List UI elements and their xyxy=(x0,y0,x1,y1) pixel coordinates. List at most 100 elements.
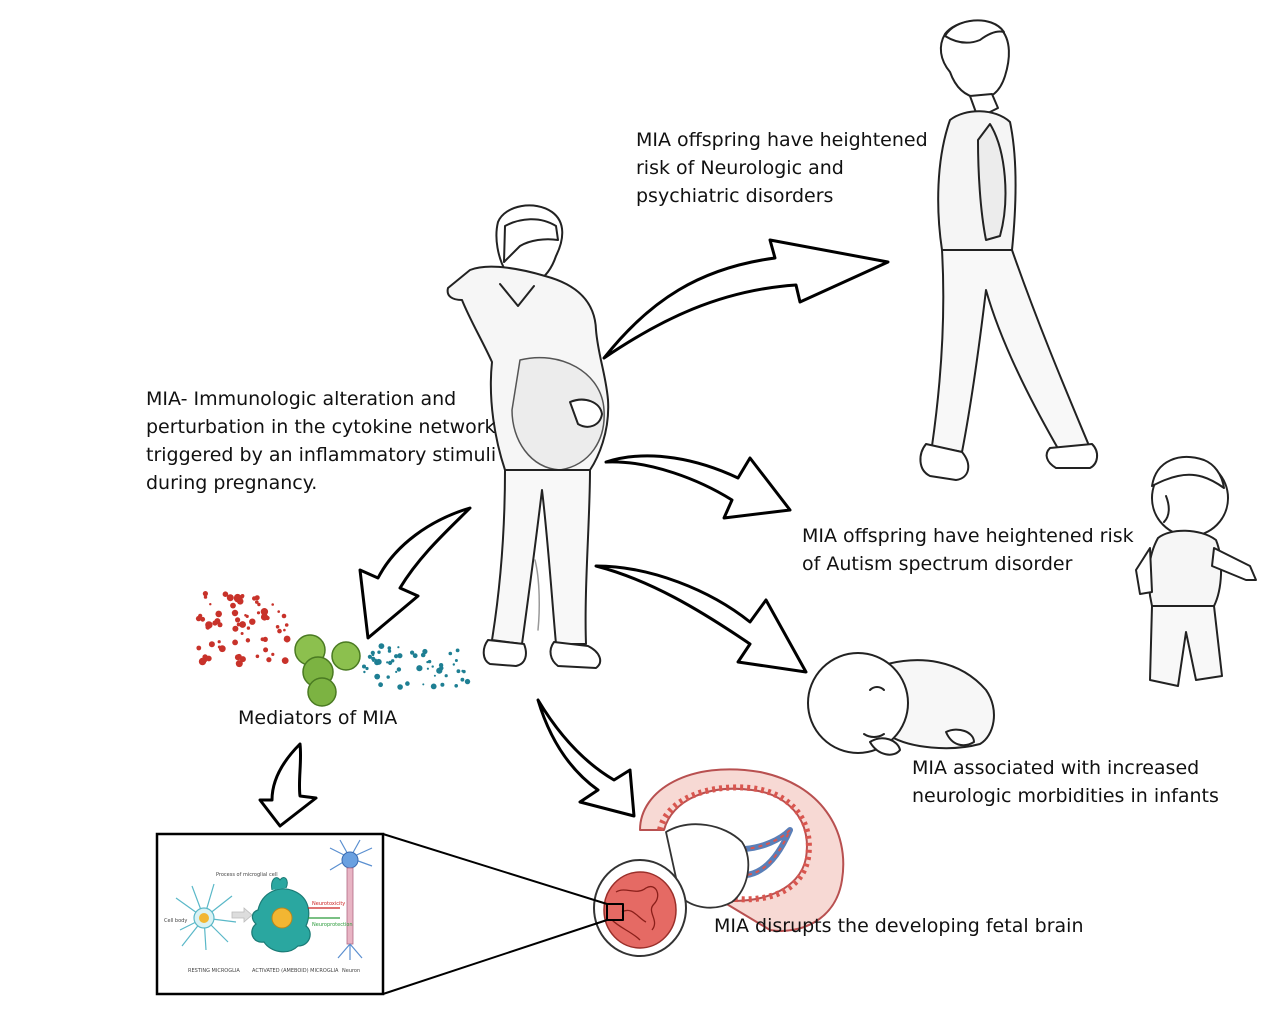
teal-cytokine-dot xyxy=(365,666,369,671)
fetal-brain-label: MIA disrupts the developing fetal brain xyxy=(714,912,1084,940)
arrow-to-infant xyxy=(594,564,808,674)
red-cytokine-dot xyxy=(203,658,207,663)
teal-cytokine-dot xyxy=(394,654,399,659)
red-cytokine-dot xyxy=(232,639,239,646)
mia-definition-line-1: MIA- Immunologic alteration and xyxy=(146,388,457,410)
red-cytokine-dot xyxy=(260,613,269,621)
teal-cytokine-dot xyxy=(378,682,383,688)
red-cytokine-dot xyxy=(277,628,282,634)
red-cytokine-dot xyxy=(234,654,242,661)
teal-cytokine-dot xyxy=(395,670,398,674)
red-cytokine-dot xyxy=(230,602,236,609)
teal-cytokine-dot xyxy=(374,658,377,661)
red-cytokine-dot xyxy=(256,611,261,615)
red-cytokine-dot xyxy=(214,618,221,625)
mia-definition-label: MIA- Immunologic alteration and perturba… xyxy=(146,385,496,497)
teal-cytokine-dot xyxy=(371,653,375,657)
teal-cytokine-dot xyxy=(431,665,434,668)
neuron-icon xyxy=(329,839,373,960)
red-cytokine-dot xyxy=(285,639,289,643)
red-cytokine-dot xyxy=(195,615,202,622)
red-cytokine-dot xyxy=(196,645,202,651)
teal-cytokine-dot xyxy=(372,659,375,662)
red-cytokine-dot xyxy=(203,595,208,599)
inset-activated-label: ACTIVATED (AMEBOID) MICROGLIA xyxy=(252,968,339,974)
red-cytokine-dot xyxy=(271,603,275,606)
teal-cytokine-dot xyxy=(452,663,455,666)
inset-neuron-label: Neuron xyxy=(342,968,360,974)
autism-risk-label: MIA offspring have heightened risk of Au… xyxy=(802,522,1134,578)
teal-cytokine-dot xyxy=(387,649,392,653)
red-cytokine-dot xyxy=(283,635,291,643)
inset-process-label: Process of microglial cell xyxy=(216,872,278,878)
teal-cytokine-dot xyxy=(430,683,437,690)
teal-cytokine-dot xyxy=(367,654,372,659)
infant-line-1: MIA associated with increased xyxy=(912,757,1200,779)
red-cytokine-dot xyxy=(255,654,260,659)
mediators-label: Mediators of MIA xyxy=(238,704,397,732)
neuro-psych-line-1: MIA offspring have heightened xyxy=(636,129,928,151)
teal-cytokine-dot xyxy=(375,658,382,665)
red-cytokine-dot xyxy=(233,593,242,602)
teal-cytokine-dots xyxy=(362,643,471,690)
red-cytokine-dot xyxy=(208,641,215,648)
neuro-psych-line-3: psychiatric disorders xyxy=(636,185,834,207)
toddler-figure xyxy=(1135,456,1257,687)
teal-cytokine-dot xyxy=(454,684,459,688)
red-cytokine-dot xyxy=(236,622,241,627)
mediators-text: Mediators of MIA xyxy=(238,707,398,729)
infant-line-2: neurologic morbidities in infants xyxy=(912,785,1219,807)
teal-cytokine-dot xyxy=(426,667,429,670)
flow-arrows xyxy=(258,238,890,828)
red-cytokine-dot xyxy=(202,591,208,597)
red-cytokine-dot xyxy=(284,623,289,627)
pregnant-woman-figure xyxy=(446,204,610,669)
mia-definition-line-3: triggered by an inflammatory stimuli xyxy=(146,444,497,466)
fetus-uterus-illustration xyxy=(593,768,845,957)
teal-cytokine-dot xyxy=(420,652,426,658)
teal-cytokine-dot xyxy=(397,653,403,659)
arrow-to-adult xyxy=(602,238,890,360)
red-cytokine-dot xyxy=(257,602,261,607)
teal-cytokine-dot xyxy=(397,646,400,649)
teal-cytokine-dot xyxy=(362,664,366,669)
mia-definition-line-2: perturbation in the cytokine network xyxy=(146,416,496,438)
microglia-inset-panel: Process of microglial cell Cell body RES… xyxy=(155,832,385,996)
teal-cytokine-dot xyxy=(378,643,385,649)
red-cytokine-dot xyxy=(217,640,221,644)
cytokine-mediators-cluster xyxy=(195,591,471,707)
red-cytokine-dot xyxy=(262,636,268,643)
teal-cytokine-dot xyxy=(396,667,402,672)
red-cytokine-dot xyxy=(283,628,286,632)
teal-cytokine-dot xyxy=(461,669,465,673)
red-cytokine-dot xyxy=(205,655,212,662)
arrow-to-toddler xyxy=(604,454,792,520)
red-cytokine-dot xyxy=(218,645,226,653)
red-cytokine-dot xyxy=(252,596,257,601)
red-cytokine-dot xyxy=(245,638,251,643)
arrow-to-fetus xyxy=(536,698,636,818)
teal-cytokine-dot xyxy=(387,646,392,650)
teal-cytokine-dot xyxy=(377,650,381,654)
teal-cytokine-dot xyxy=(454,659,458,662)
red-cytokine-dot xyxy=(254,600,259,604)
teal-cytokine-dot xyxy=(386,661,389,664)
teal-cytokine-dot xyxy=(405,681,410,686)
teal-cytokine-dot xyxy=(386,675,390,679)
teal-cytokine-dot xyxy=(397,684,403,690)
teal-cytokine-dot xyxy=(412,653,418,659)
teal-cytokine-dot xyxy=(374,673,381,680)
red-cytokine-dots xyxy=(195,591,291,668)
red-cytokine-dot xyxy=(205,625,211,630)
red-cytokine-dot xyxy=(263,647,269,653)
teal-cytokine-dot xyxy=(363,670,366,674)
teal-cytokine-dot xyxy=(427,659,432,664)
inset-neuroprotection-label: Neuroprotection xyxy=(312,922,353,928)
teal-cytokine-dot xyxy=(456,669,461,674)
mia-definition-line-4: during pregnancy. xyxy=(146,472,318,494)
teal-cytokine-dot xyxy=(433,674,436,677)
teal-cytokine-dot xyxy=(391,659,395,663)
red-cytokine-dot xyxy=(244,614,247,617)
red-cytokine-dot xyxy=(231,609,239,617)
